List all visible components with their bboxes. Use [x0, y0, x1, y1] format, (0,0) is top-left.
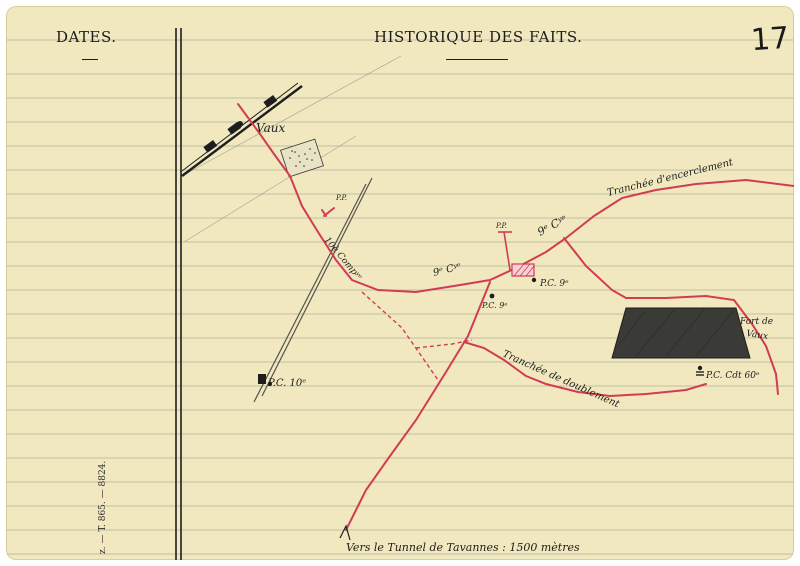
fort-de-vaux-shape	[611, 307, 751, 359]
label-company-9-a: 9ᵉ Cʸᵉ	[432, 261, 462, 279]
label-tunnel-note: Vers le Tunnel de Tavannes : 1500 mètres	[346, 541, 580, 554]
label-pc-9-right: P.C. 9ᵉ	[539, 279, 569, 289]
ruled-lines	[6, 28, 794, 560]
label-fort-vaux: Vaux	[746, 329, 769, 342]
trench-dashed	[361, 291, 473, 381]
label-tranchee-doublement: Tranchée de doublement	[501, 349, 622, 411]
trench-main	[237, 103, 794, 294]
dotted-block	[280, 138, 324, 178]
pp-post-center	[498, 231, 512, 271]
pencil-road	[253, 177, 373, 403]
trench-fort-link	[563, 237, 779, 395]
pc-10-marker	[258, 374, 272, 386]
label-pp-center: P.P.	[495, 222, 507, 230]
dates-header: DATES.	[56, 28, 117, 46]
railway	[181, 82, 303, 177]
trench-south	[345, 281, 491, 531]
pencil-guides	[181, 55, 402, 243]
label-pc-cdt: P.C. Cdt 60ᵉ	[705, 371, 760, 381]
ledger-page: DATES. HISTORIQUE DES FAITS. 17 z. — T. …	[6, 6, 794, 560]
pc-cdt-marker	[696, 365, 704, 376]
label-pc-9-center: P.C. 9ᵉ	[481, 301, 507, 310]
trench-doublement	[463, 341, 707, 398]
dates-underline	[82, 59, 98, 60]
label-tranchee-encerclement: Tranchée d'encerclement	[606, 157, 735, 199]
label-pp-left: P.P.	[335, 194, 347, 202]
pc-9-dot	[489, 293, 495, 299]
historique-header: HISTORIQUE DES FAITS.	[374, 28, 583, 46]
pc-box-center	[511, 263, 535, 277]
label-company-9-b: 9ᵉ Cʸᵉ	[535, 212, 569, 238]
pc-9-right-dot	[531, 277, 537, 283]
trench-map: Vaux P.P. 10è Compʸᵉ 9ᵉ Cʸᵉ P.P. P.C. 9ᵉ…	[181, 55, 794, 554]
label-pc-10: P.C. 10ᵉ	[267, 378, 306, 389]
label-fort-de: Fort de	[739, 317, 773, 327]
label-vaux: Vaux	[256, 121, 285, 135]
south-arrow-icon	[339, 524, 351, 541]
trench-lines	[237, 103, 794, 531]
historique-underline	[446, 59, 508, 60]
